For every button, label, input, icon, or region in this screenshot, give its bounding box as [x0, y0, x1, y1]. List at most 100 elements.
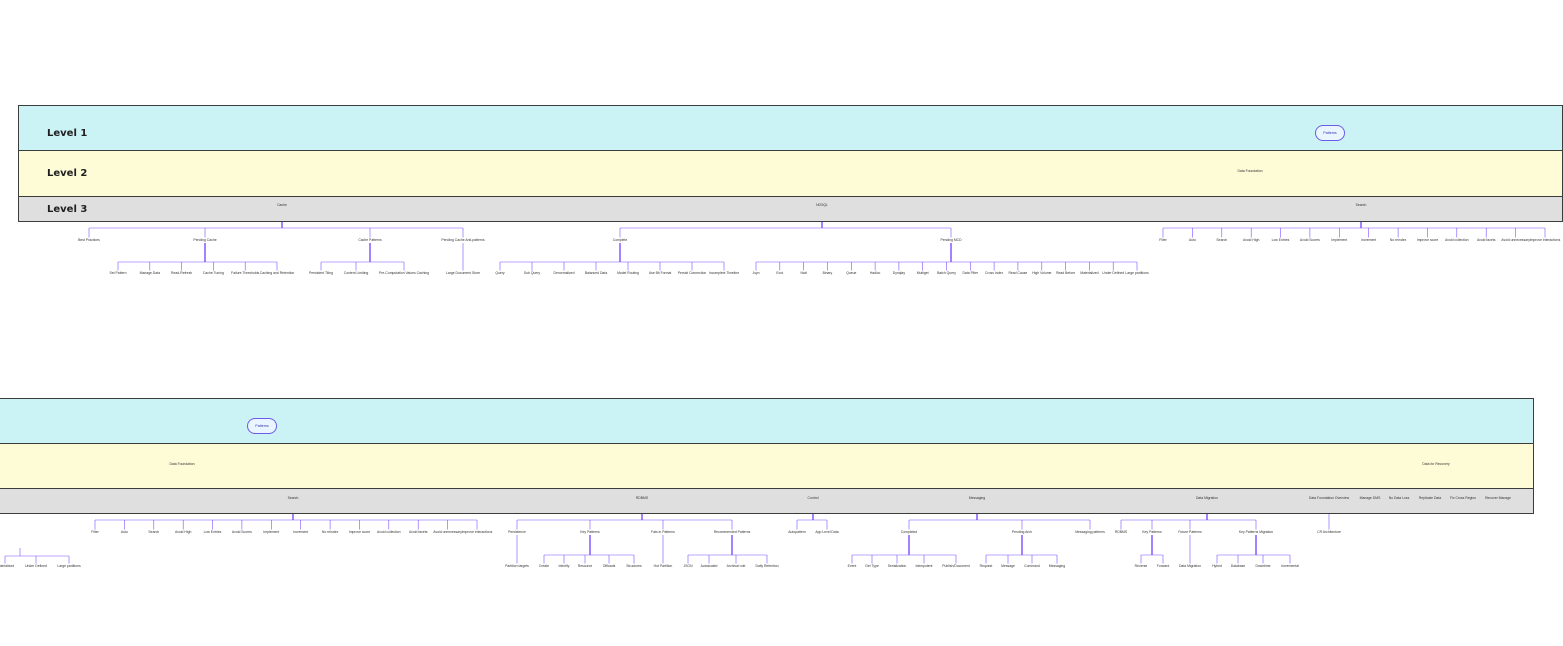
bottom-msg-completed-4[interactable]: Publish/Document: [942, 564, 970, 568]
bottom-search-0[interactable]: Filter: [91, 530, 99, 534]
bottom-msg-completed-1[interactable]: Get Type: [865, 564, 879, 568]
bottom-mig-kpm-3[interactable]: Incremental: [1281, 564, 1299, 568]
top-nosql-child-0[interactable]: Complete: [612, 238, 628, 242]
top-pending-cache-4[interactable]: Failure Thresholds: [231, 271, 260, 275]
bottom-control-child-0[interactable]: Autopattern: [788, 530, 806, 534]
bottom-mig-child-3[interactable]: Key Patterns Migration: [1238, 530, 1274, 534]
bottom-l2-data-recovery[interactable]: Data for Recovery: [1422, 462, 1450, 466]
top-cache-pattern-1[interactable]: Content Limiting: [343, 271, 369, 275]
bottom-search-12[interactable]: Avoid unnecessary: [433, 530, 462, 534]
bottom-mig-key-0[interactable]: Reverse: [1134, 564, 1148, 568]
bottom-rdbms-rec-3[interactable]: Daily Retention: [755, 564, 779, 568]
bottom-l3-6[interactable]: Manage DMS: [1359, 496, 1381, 500]
bottom-rdbms-child-1[interactable]: Key Patterns: [580, 530, 600, 534]
top-nosql-mcd-13[interactable]: Read Before: [1056, 271, 1076, 275]
top-nosql-complete-5[interactable]: Use Bit Format: [648, 271, 672, 275]
bottom-rdbms-rec-1[interactable]: Autoscaled: [700, 564, 718, 568]
top-pending-cache-0[interactable]: Set Pattern: [109, 271, 127, 275]
bottom-mig-child-2[interactable]: Future Patterns: [1178, 530, 1202, 534]
top-nosql-mcd-3[interactable]: Binary: [822, 271, 833, 275]
bottom-search-2[interactable]: Search: [148, 530, 160, 534]
top-pending-cache-2[interactable]: Read-Refresh: [171, 271, 193, 275]
bottom-l3-1[interactable]: RDBMS: [635, 496, 649, 500]
top-nosql-mcd-0[interactable]: Jsyn: [752, 271, 760, 275]
bottom-rdbms-key-3[interactable]: Offloads: [602, 564, 616, 568]
bottom-rdbms-persist-0[interactable]: Partition targets: [505, 564, 529, 568]
bottom-msg-pending-0[interactable]: Request: [979, 564, 993, 568]
bottom-l3-2[interactable]: Control: [807, 496, 819, 500]
top-nosql-child-1[interactable]: Pending MCD: [940, 238, 962, 242]
bottom-left-cut-1[interactable]: Under Defined: [25, 564, 47, 568]
bottom-rdbms-key-4[interactable]: Structures: [626, 564, 642, 568]
top-cache-child-2[interactable]: Cache Patterns: [358, 238, 382, 242]
top-nosql-complete-0[interactable]: Query: [495, 271, 505, 275]
bottom-left-cut-0[interactable]: Materialized: [0, 564, 15, 568]
bottom-control-child-1[interactable]: App Level Data: [815, 530, 839, 534]
bottom-l3-7[interactable]: No Data Loss: [1388, 496, 1410, 500]
top-cache-anti-0[interactable]: Large Document Store: [445, 271, 481, 275]
top-nosql-mcd-10[interactable]: Cross Index: [985, 271, 1004, 275]
bottom-l3-0[interactable]: Search: [287, 496, 299, 500]
bottom-msg-pending-1[interactable]: Message: [1001, 564, 1015, 568]
top-search-3[interactable]: Avoid High: [1243, 238, 1260, 242]
bottom-rdbms-child-2[interactable]: Fats in Patterns: [651, 530, 675, 534]
top-search-12[interactable]: Avoid unnecessary: [1501, 238, 1530, 242]
top-nosql-mcd-15[interactable]: Under Defined: [1102, 271, 1125, 275]
bottom-l3-9[interactable]: Fix Cross Region: [1449, 496, 1477, 500]
top-nosql-mcd-12[interactable]: High Volume: [1032, 271, 1052, 275]
top-cache-child-0[interactable]: Best Practices: [78, 238, 100, 242]
bottom-search-8[interactable]: No reindex: [321, 530, 339, 534]
bottom-l3-3[interactable]: Messaging: [968, 496, 986, 500]
bottom-left-cut-2[interactable]: Large partitions: [57, 564, 81, 568]
bottom-msg-completed-0[interactable]: Event: [847, 564, 857, 568]
bottom-search-5[interactable]: Avoid Scores: [231, 530, 252, 534]
top-nosql-mcd-7[interactable]: Multiget: [916, 271, 929, 275]
top-nosql-mcd-1[interactable]: Ecot: [776, 271, 784, 275]
top-search-8[interactable]: No reindex: [1389, 238, 1407, 242]
root-node-top[interactable]: Patterns: [1315, 125, 1345, 141]
bottom-l3-10[interactable]: Recover Manage: [1485, 496, 1511, 500]
bottom-search-10[interactable]: Avoid collection: [377, 530, 401, 534]
bottom-mig-child-0[interactable]: RDBMS: [1114, 530, 1128, 534]
top-search-5[interactable]: Avoid Scores: [1299, 238, 1320, 242]
bottom-rdbms-key-1[interactable]: Identify: [558, 564, 570, 568]
top-nosql-mcd-8[interactable]: Batch Query: [937, 271, 956, 275]
bottom-msg-completed-3[interactable]: Idempotent: [915, 564, 933, 568]
bottom-l3-4[interactable]: Data Migration: [1195, 496, 1219, 500]
bottom-l2-data-foundation[interactable]: Data Foundation: [169, 462, 195, 466]
bottom-search-1[interactable]: Auto: [120, 530, 128, 534]
bottom-rdbms-rec-0[interactable]: JSON: [683, 564, 693, 568]
bottom-mig-kpm-0[interactable]: Hybrid: [1212, 564, 1222, 568]
bottom-mig-key-1[interactable]: Forward: [1156, 564, 1170, 568]
root-node-bottom[interactable]: Patterns: [247, 418, 277, 434]
bottom-msg-completed-2[interactable]: Serialization: [887, 564, 907, 568]
top-search-2[interactable]: Search: [1216, 238, 1228, 242]
bottom-overview-0[interactable]: CR Architecture: [1317, 530, 1341, 534]
bottom-rdbms-rec-2[interactable]: Archival rule: [726, 564, 746, 568]
bottom-mig-kpm-2[interactable]: Downtime: [1255, 564, 1271, 568]
top-l3-1[interactable]: NOSQL: [816, 203, 828, 207]
bottom-msg-pending-3[interactable]: Messaging: [1048, 564, 1066, 568]
bottom-search-4[interactable]: Low Entries: [203, 530, 222, 534]
top-cache-child-1[interactable]: Pending Cache: [193, 238, 217, 242]
bottom-search-11[interactable]: Avoid facets: [408, 530, 428, 534]
top-pending-cache-1[interactable]: Manage Data: [139, 271, 160, 275]
bottom-msg-child-1[interactable]: Pending Arch: [1011, 530, 1033, 534]
bottom-rdbms-key-2[interactable]: Resource: [577, 564, 593, 568]
top-nosql-complete-6[interactable]: Persist Connection: [677, 271, 707, 275]
bottom-msg-child-0[interactable]: Completed: [900, 530, 918, 534]
bottom-search-13[interactable]: Improve interactions: [461, 530, 493, 534]
bottom-search-6[interactable]: Implement: [263, 530, 280, 534]
top-search-1[interactable]: Auto: [1188, 238, 1196, 242]
top-nosql-mcd-11[interactable]: Read Cause: [1008, 271, 1028, 275]
bottom-mig-child-1[interactable]: Key Patterns: [1142, 530, 1162, 534]
top-l3-2[interactable]: Search: [1355, 203, 1367, 207]
bottom-search-9[interactable]: Improve score: [348, 530, 371, 534]
top-pending-cache-5[interactable]: Caching and Retention: [259, 271, 295, 275]
top-search-6[interactable]: Implement: [1331, 238, 1348, 242]
top-l2-data-foundation[interactable]: Data Foundation: [1237, 169, 1263, 173]
bottom-mig-kpm-1[interactable]: Database: [1230, 564, 1246, 568]
top-search-7[interactable]: Increment: [1361, 238, 1377, 242]
top-nosql-complete-1[interactable]: Sub Query: [523, 271, 541, 275]
top-search-10[interactable]: Avoid collection: [1445, 238, 1469, 242]
